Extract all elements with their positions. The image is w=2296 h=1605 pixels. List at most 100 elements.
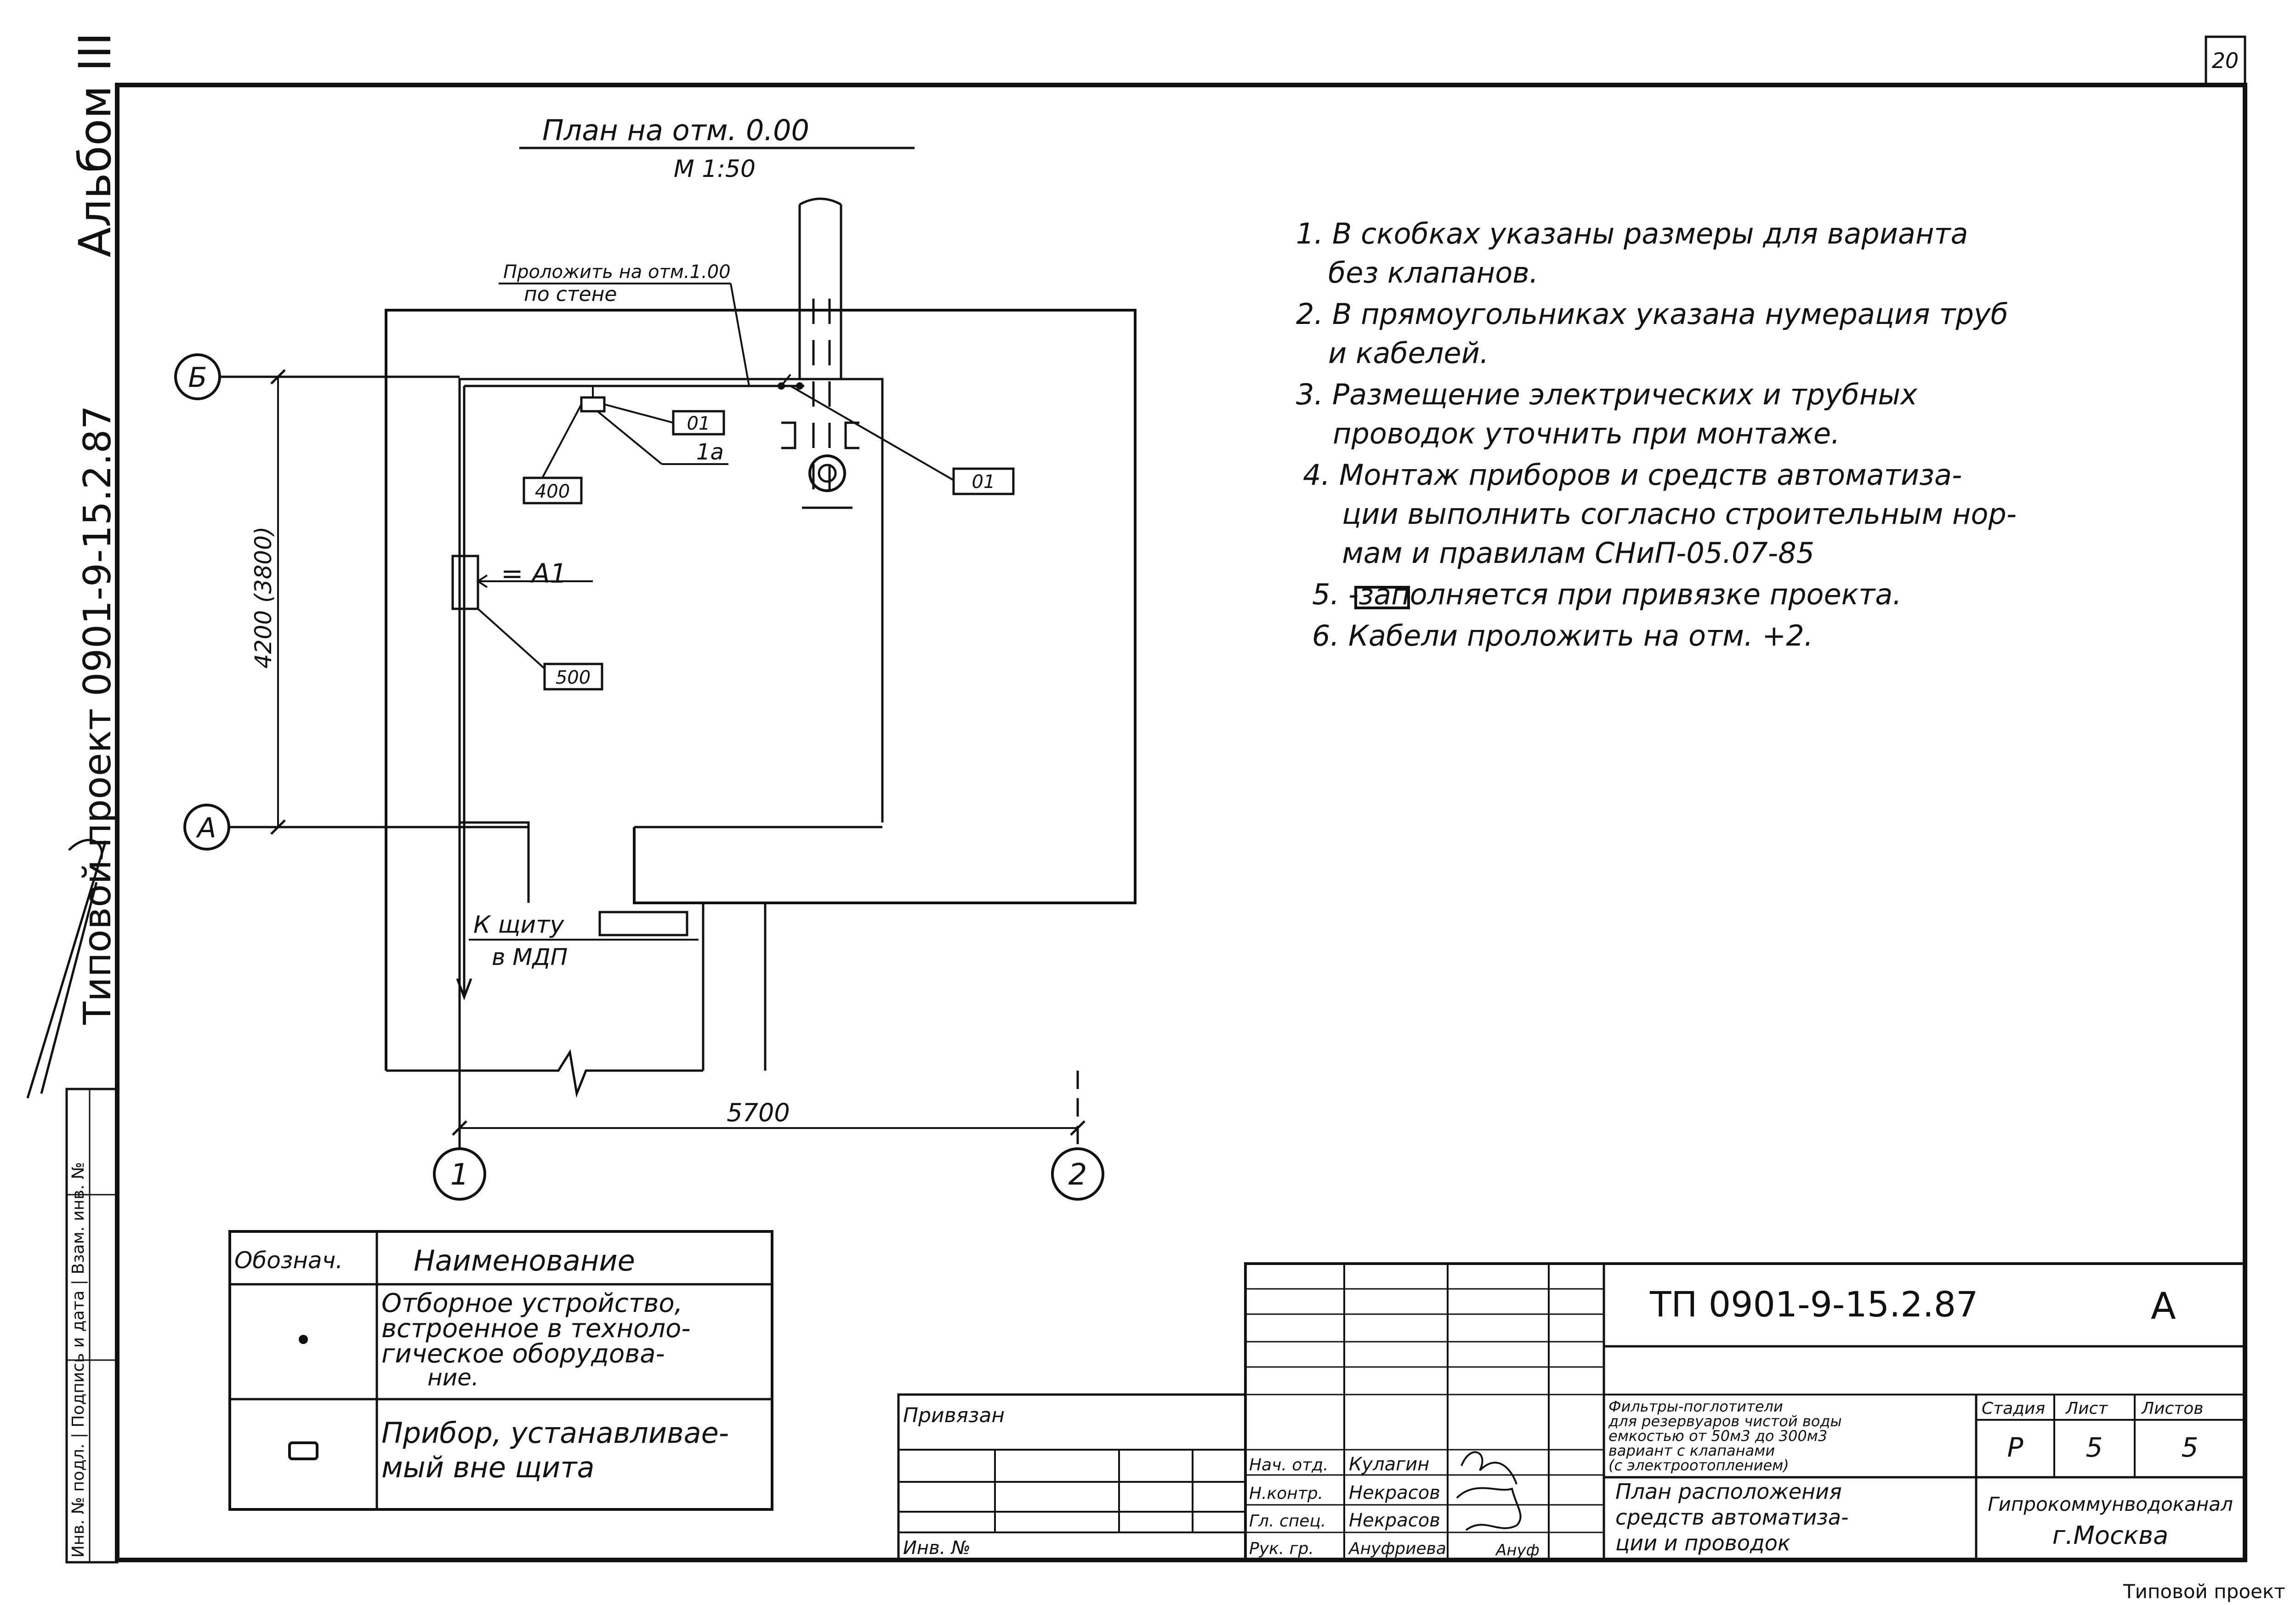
- dimension-horizontal: 5700: [452, 1098, 1085, 1136]
- stage-label: Стадия: [1982, 1399, 2045, 1418]
- role-4: Рук. гр.: [1249, 1539, 1314, 1558]
- pump-symbol: [808, 454, 846, 492]
- role-1: Нач. отд.: [1249, 1456, 1329, 1475]
- legend-row2-l1: Прибор, устанавливае-: [381, 1416, 729, 1450]
- dim-vertical-label: 4200 (3800): [250, 527, 277, 669]
- legend-rect-symbol: [288, 1441, 318, 1460]
- tag-01-a: 01: [604, 403, 725, 436]
- name-4: Ануфриева: [1348, 1539, 1446, 1558]
- dimension-vertical: 4200 (3800): [250, 369, 286, 835]
- axis-b: Б: [174, 353, 460, 400]
- sheet-label: Лист: [2065, 1399, 2108, 1418]
- project-label: Типовой проект 0901-9-15.2.87: [76, 405, 119, 1025]
- note-4b: ции выполнить согласно строительным нор-: [1342, 497, 2017, 531]
- instrument-a1: [451, 555, 479, 610]
- plan-title-block: План на отм. 0.00 М 1:50: [519, 113, 915, 183]
- desc-l3: емкостью от 50м3 до 300м3: [1608, 1427, 1827, 1445]
- legend-row1-l4: ние.: [427, 1364, 479, 1391]
- to-panel-note: К щиту в МДП: [469, 911, 699, 970]
- privyazan-label: Привязан: [903, 1404, 1005, 1427]
- equipment: [781, 421, 859, 509]
- note-5-box-symbol: [1354, 586, 1410, 609]
- sheets-value: 5: [2182, 1432, 2199, 1463]
- legend-row1-l2: встроенное в техноло-: [381, 1314, 691, 1344]
- name-2: Некрасов: [1349, 1482, 1440, 1503]
- note-4c: мам и правилам СНиП-05.07-85: [1342, 536, 1814, 570]
- to-panel-line2: в МДП: [492, 944, 568, 970]
- note-4a: 4. Монтаж приборов и средств автоматиза-: [1303, 458, 1962, 492]
- axis-a: А: [183, 804, 529, 851]
- desc-l1: Фильтры-поглотители: [1608, 1398, 1783, 1415]
- note-2b: и кабелей.: [1328, 336, 1489, 370]
- plan-scale: М 1:50: [674, 155, 756, 183]
- wall-note-line1: Проложить на отм.1.00: [503, 261, 731, 283]
- desc-l2: для резервуаров чистой воды: [1608, 1412, 1842, 1430]
- note-3a: 3. Размещение электрических и трубных: [1296, 378, 1918, 411]
- legend-row1-l3: гическое оборудова-: [381, 1339, 665, 1369]
- note-3b: проводок уточнить при монтаже.: [1333, 417, 1840, 450]
- side-stamp-box: [65, 1088, 119, 1564]
- instrument-symbol: [580, 396, 606, 413]
- organization-city: г.Москва: [2052, 1521, 2168, 1550]
- page-number-box: [2205, 35, 2246, 86]
- tag-400-text: 400: [535, 481, 570, 502]
- role-3: Гл. спец.: [1249, 1512, 1326, 1531]
- panel-placeholder-box: [598, 911, 688, 936]
- tag-01b-text: 01: [972, 471, 995, 493]
- bottom-stamp: Типовой проект: [2123, 1580, 2285, 1603]
- tag-400: 400: [523, 404, 583, 505]
- tag-500: 500: [477, 608, 603, 691]
- legend-col-designation: Обознач.: [234, 1247, 343, 1274]
- inv-no-label: Инв. №: [903, 1537, 971, 1559]
- organization-name: Гипрокоммунводоканал: [1988, 1493, 2233, 1515]
- axis-a-label: А: [195, 812, 216, 844]
- tag-1a-text: 1а: [696, 439, 724, 465]
- left-side-strip: Альбом III Типовой проект 0901-9-15.2.87…: [26, 33, 121, 1564]
- legend-row1-l1: Отборное устройство,: [381, 1288, 682, 1318]
- binding-stamp: Привязан Инв. №: [897, 1393, 1247, 1561]
- wall-note: Проложить на отм.1.00 по стене: [499, 261, 750, 386]
- name-1: Кулагин: [1349, 1454, 1429, 1475]
- sheet-title-l2: средств автоматиза-: [1615, 1505, 1848, 1530]
- document-letter: А: [2151, 1285, 2176, 1327]
- tag-1a: 1а: [597, 410, 728, 465]
- page-number: 20: [2212, 48, 2239, 73]
- note-6: 6. Кабели проложить на отм. +2.: [1312, 619, 1813, 652]
- desc-l4: вариант с клапанами: [1608, 1442, 1775, 1459]
- general-notes: 1. В скобках указаны размеры для вариант…: [1296, 217, 2017, 652]
- dim-horizontal-label: 5700: [727, 1098, 790, 1127]
- document-code: ТП 0901-9-15.2.87: [1649, 1284, 1978, 1325]
- signature-initials: Ануф: [1495, 1541, 1540, 1560]
- legend-table: Обознач. Наименование Отборное устройств…: [228, 1230, 773, 1511]
- role-2: Н.контр.: [1249, 1484, 1323, 1503]
- note-2a: 2. В прямоугольниках указана нумерация т…: [1296, 297, 2008, 331]
- axis-1-label: 1: [450, 1158, 469, 1192]
- plan-title: План на отм. 0.00: [542, 113, 809, 147]
- handwritten-mark: [26, 839, 107, 1099]
- sheet-title-l3: ции и проводок: [1615, 1531, 1790, 1555]
- side-stamp-text: Инв. № подл. | Подпись и дата | Взам. ин…: [69, 1162, 88, 1558]
- sheet-value: 5: [2086, 1432, 2103, 1463]
- axis-2: 2: [1051, 1071, 1104, 1201]
- room-walls: [385, 198, 1137, 1098]
- wall-note-line2: по стене: [524, 283, 617, 306]
- tag-01-b: 01: [790, 385, 1015, 495]
- signatures: [1456, 1451, 1522, 1531]
- legend-col-name: Наименование: [414, 1244, 635, 1277]
- axis-2-label: 2: [1068, 1158, 1087, 1192]
- main-title-block: Нач. отд. Кулагин Н.контр. Некрасов Гл. …: [1244, 1262, 2246, 1561]
- stage-value: Р: [2007, 1432, 2023, 1463]
- label-a1-text: = А1: [501, 558, 567, 589]
- note-1a: 1. В скобках указаны размеры для вариант…: [1296, 217, 1968, 250]
- tag-01a-text: 01: [687, 413, 710, 434]
- name-3: Некрасов: [1349, 1510, 1440, 1531]
- sheet-title-l1: План расположения: [1615, 1479, 1842, 1504]
- legend-dot-symbol: [299, 1335, 308, 1344]
- axis-b-label: Б: [188, 362, 207, 394]
- axis-1: 1: [433, 1071, 486, 1201]
- label-a1: = А1: [476, 558, 593, 589]
- desc-l5: (с электроотоплением): [1608, 1457, 1789, 1474]
- sheets-label: Листов: [2141, 1399, 2203, 1418]
- to-panel-line1: К щиту: [473, 911, 565, 939]
